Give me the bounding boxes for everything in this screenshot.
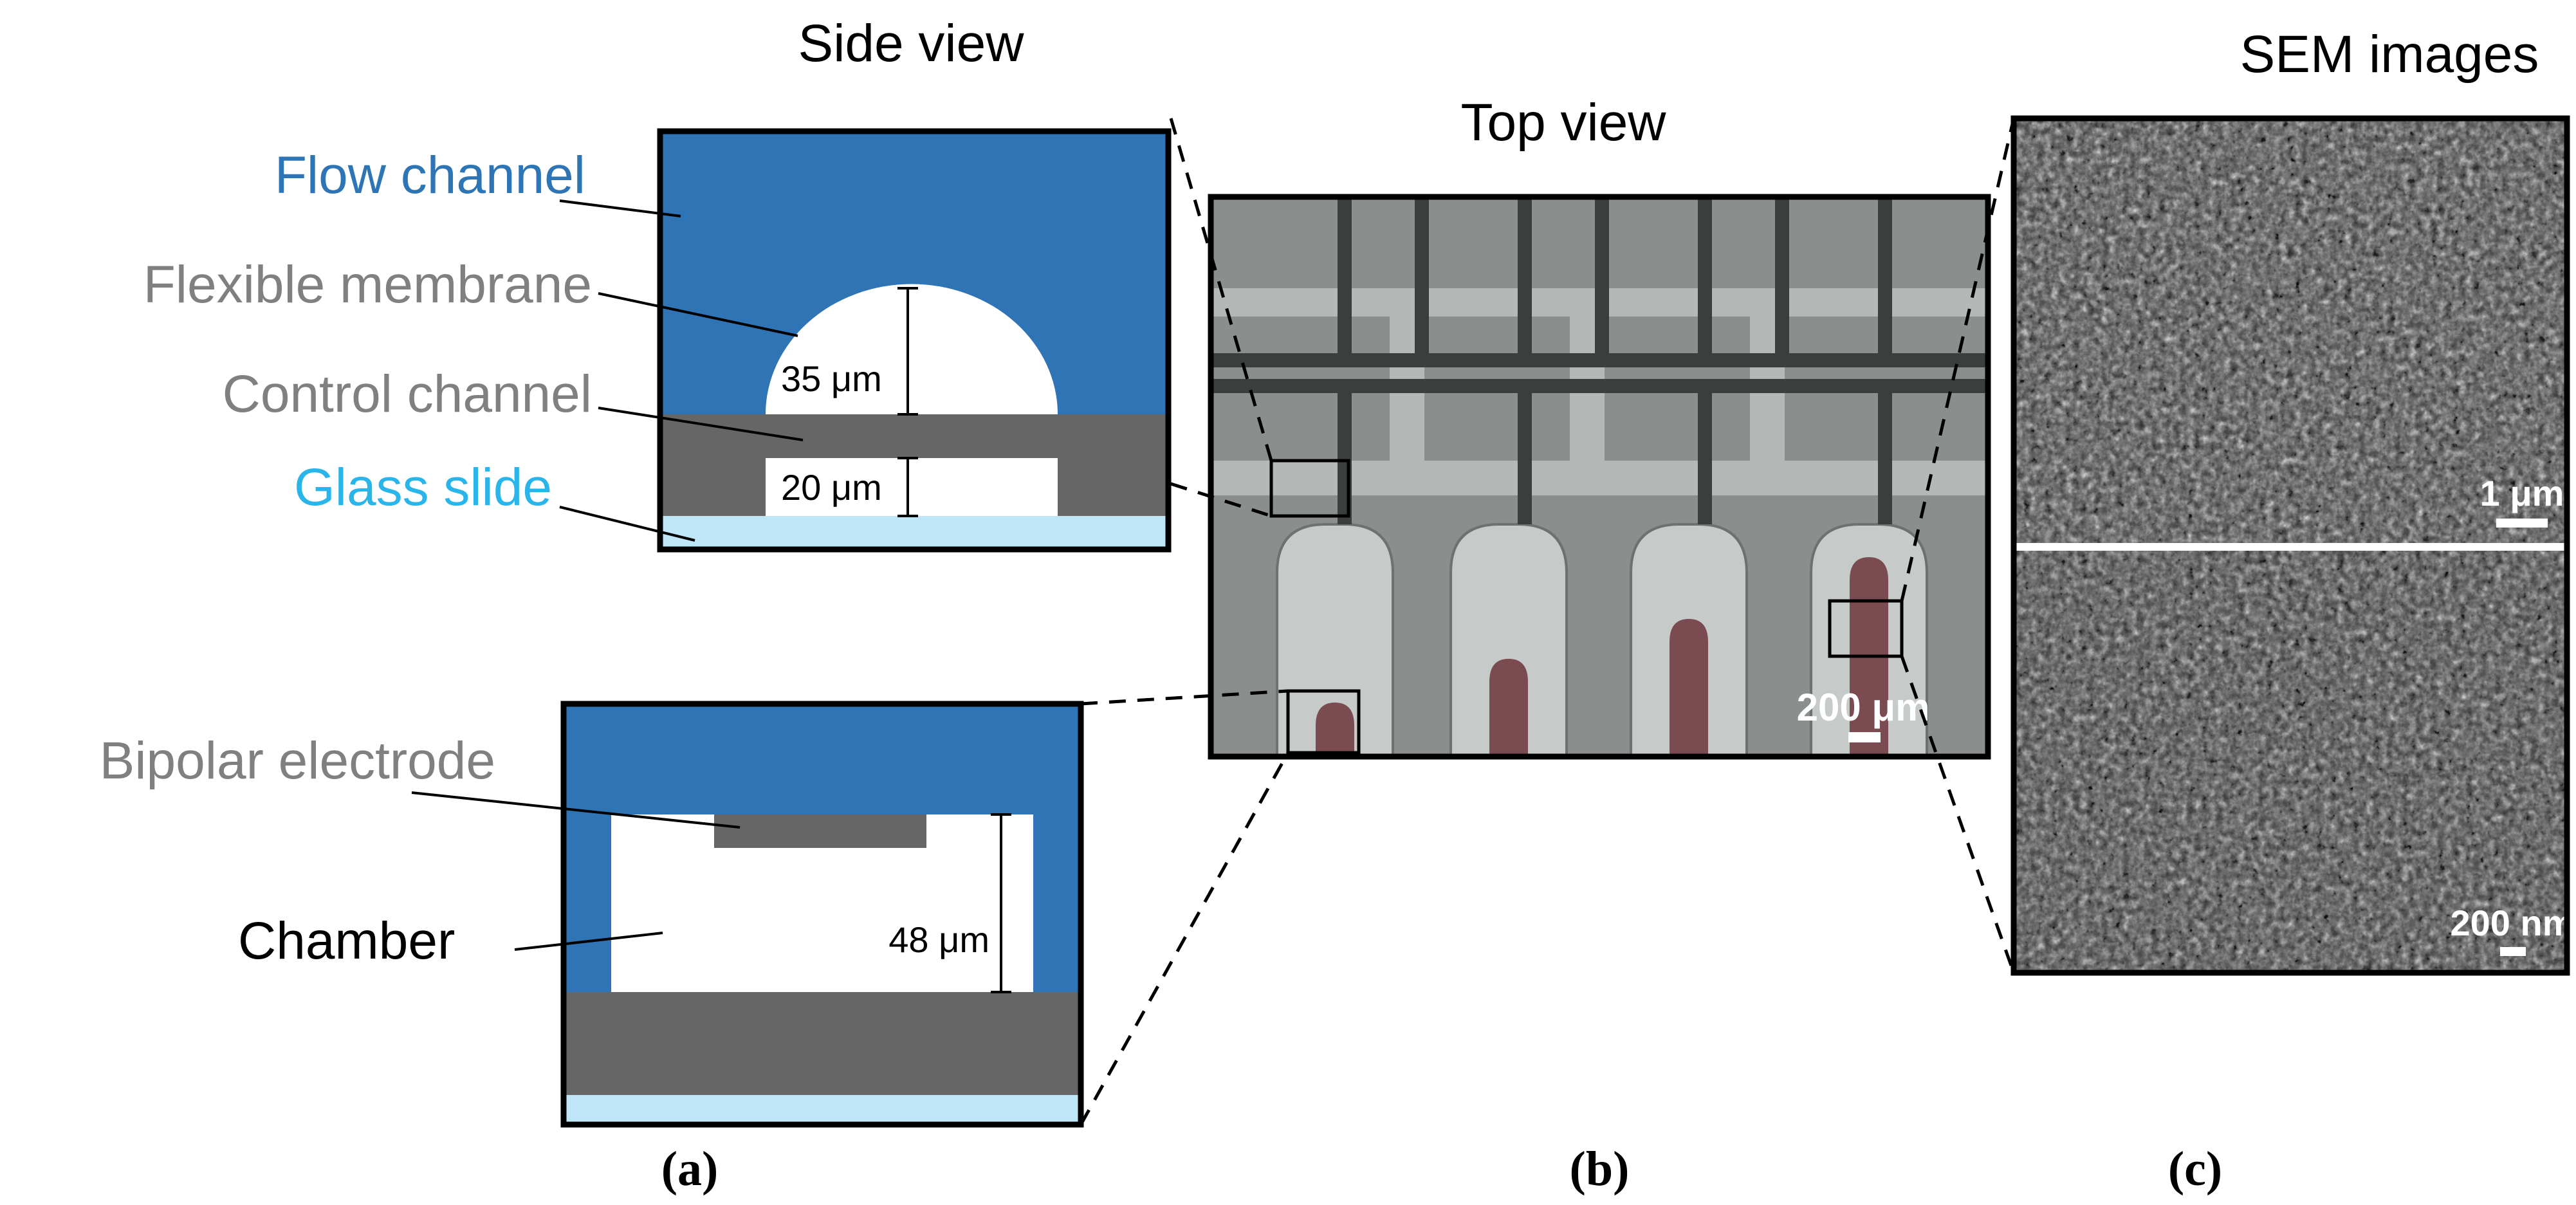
chamber-control-layer [564, 992, 1081, 1095]
flow-channel-label: Flow channel [275, 146, 585, 205]
flexible-membrane-leader [598, 292, 798, 337]
flow-channel-leader [559, 199, 681, 217]
sem-images-heading: SEM images [2240, 25, 2539, 84]
top-view-micrograph: 200 μm [1211, 197, 1988, 757]
control-band-bottom [1211, 461, 1988, 495]
flow-channel-grid [1211, 197, 1988, 524]
flexible-membrane-label: Flexible membrane [143, 255, 592, 314]
chamber-height-label: 48 μm [888, 919, 989, 960]
chamber-diagram: 48 μm [560, 701, 1084, 1128]
channel-height-label: 20 μm [781, 467, 882, 508]
top-view-scale-label: 200 μm [1797, 686, 1930, 729]
top-view-scale-bar [1848, 732, 1881, 742]
sem-top-scale-label: 1 μm [2480, 473, 2564, 513]
bipolar-electrode [714, 814, 926, 848]
chamber-glass-layer [564, 1095, 1081, 1125]
control-channel-leader [598, 407, 804, 441]
glass-slide-leader [559, 506, 695, 542]
chamber-frame [560, 701, 1084, 1128]
dashed-zoom-lines [1079, 118, 2016, 1126]
sem-texture-bottom [2014, 551, 2567, 973]
panel-letter-c: (c) [2168, 1142, 2222, 1196]
top-view-frame [1208, 194, 1991, 760]
side-view-heading: Side view [798, 14, 1025, 73]
zoom-line-side-bottom [1170, 482, 1272, 518]
zoom-box-sem [1828, 599, 1904, 658]
sem-bottom-scale-bar [2500, 947, 2526, 956]
zoom-line-sem-top [1900, 118, 2016, 602]
sem-divider [2014, 543, 2567, 551]
top-view-heading: Top view [1460, 93, 1666, 152]
electrode-3 [1670, 619, 1708, 757]
bipolar-electrode-label: Bipolar electrode [100, 731, 495, 790]
control-channel-label: Control channel [223, 365, 592, 423]
bipolar-electrode-leader [411, 791, 741, 829]
chamber-label: Chamber [238, 912, 455, 970]
side-view-diagram: 35 μm 20 μm [657, 128, 1172, 553]
membrane-height-label: 35 μm [781, 358, 882, 399]
glass-slide-label: Glass slide [294, 458, 552, 517]
sem-bottom-scale-label: 200 nm [2451, 903, 2575, 943]
flexible-membrane-dome [766, 284, 1058, 414]
sem-top-scale-bar [2496, 519, 2548, 528]
panel-letter-b: (b) [1570, 1142, 1630, 1196]
electrode-1 [1316, 703, 1354, 757]
side-view-frame [657, 128, 1172, 553]
zoom-box-chamber [1286, 689, 1361, 755]
sem-images-panel: 1 μm 200 nm [2010, 115, 2575, 976]
glass-slide-layer [660, 516, 1168, 549]
zoom-line-side-top [1169, 118, 1273, 461]
zoom-line-chamber-top [1080, 689, 1289, 706]
chamber-leader [514, 932, 663, 951]
panel-letter-a: (a) [661, 1142, 719, 1196]
electrode-2 [1489, 659, 1528, 757]
zoom-line-chamber-bottom [1079, 751, 1290, 1126]
sem-frame [2010, 115, 2570, 976]
zoom-box-side-view [1269, 459, 1350, 518]
sem-texture-top [2014, 118, 2567, 546]
control-channel-cavity [766, 458, 1058, 516]
